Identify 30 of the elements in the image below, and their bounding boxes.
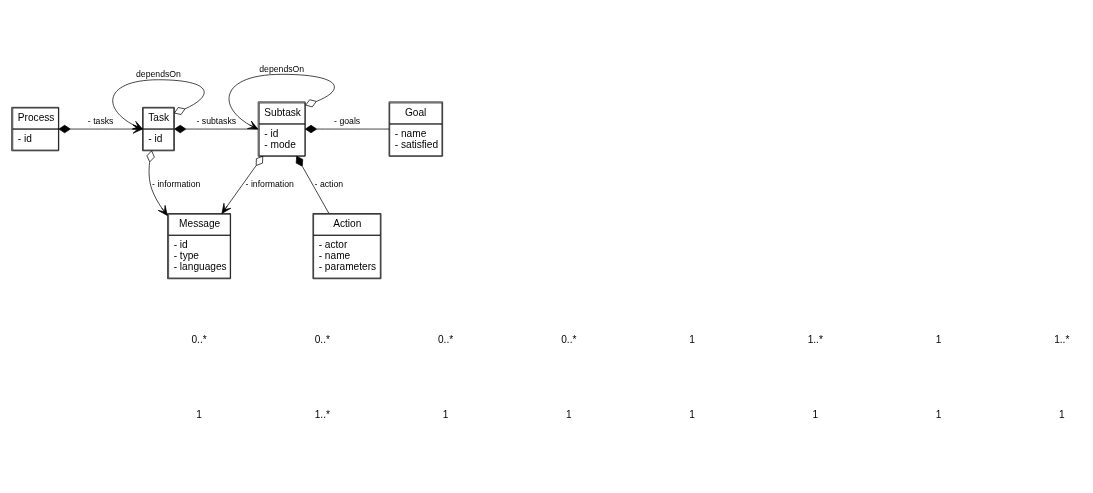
label: 1 xyxy=(689,334,695,346)
label: 1 xyxy=(1058,408,1065,420)
label: 0..* xyxy=(561,334,577,346)
edge-label: - subtasks xyxy=(196,116,237,127)
label: 1 xyxy=(442,408,449,420)
connector xyxy=(305,124,390,134)
edge-label: - tasks xyxy=(87,116,114,127)
connector xyxy=(295,155,330,214)
label: 1..* xyxy=(1054,334,1070,346)
label: 1 xyxy=(935,334,942,346)
edge-label: - information xyxy=(152,179,201,190)
edge-label: - action xyxy=(314,179,344,190)
label: 0..* xyxy=(191,334,207,346)
label: 1 xyxy=(935,408,942,420)
label: 1..* xyxy=(314,408,330,420)
arrow xyxy=(228,73,335,130)
arrow xyxy=(221,155,264,214)
label: 1 xyxy=(689,408,695,420)
label: 1..* xyxy=(807,334,823,346)
arrow xyxy=(112,79,205,130)
edge-label: dependsOn xyxy=(136,69,181,80)
label: 1 xyxy=(196,408,202,420)
label: 1 xyxy=(812,408,819,420)
edge-label: dependsOn xyxy=(259,63,305,74)
edge-label: - goals xyxy=(334,116,361,127)
label: 0..* xyxy=(314,334,330,346)
label: 0..* xyxy=(437,334,454,346)
edge-label: - information xyxy=(245,179,294,190)
arrow xyxy=(146,150,168,216)
label: 1 xyxy=(565,408,572,420)
